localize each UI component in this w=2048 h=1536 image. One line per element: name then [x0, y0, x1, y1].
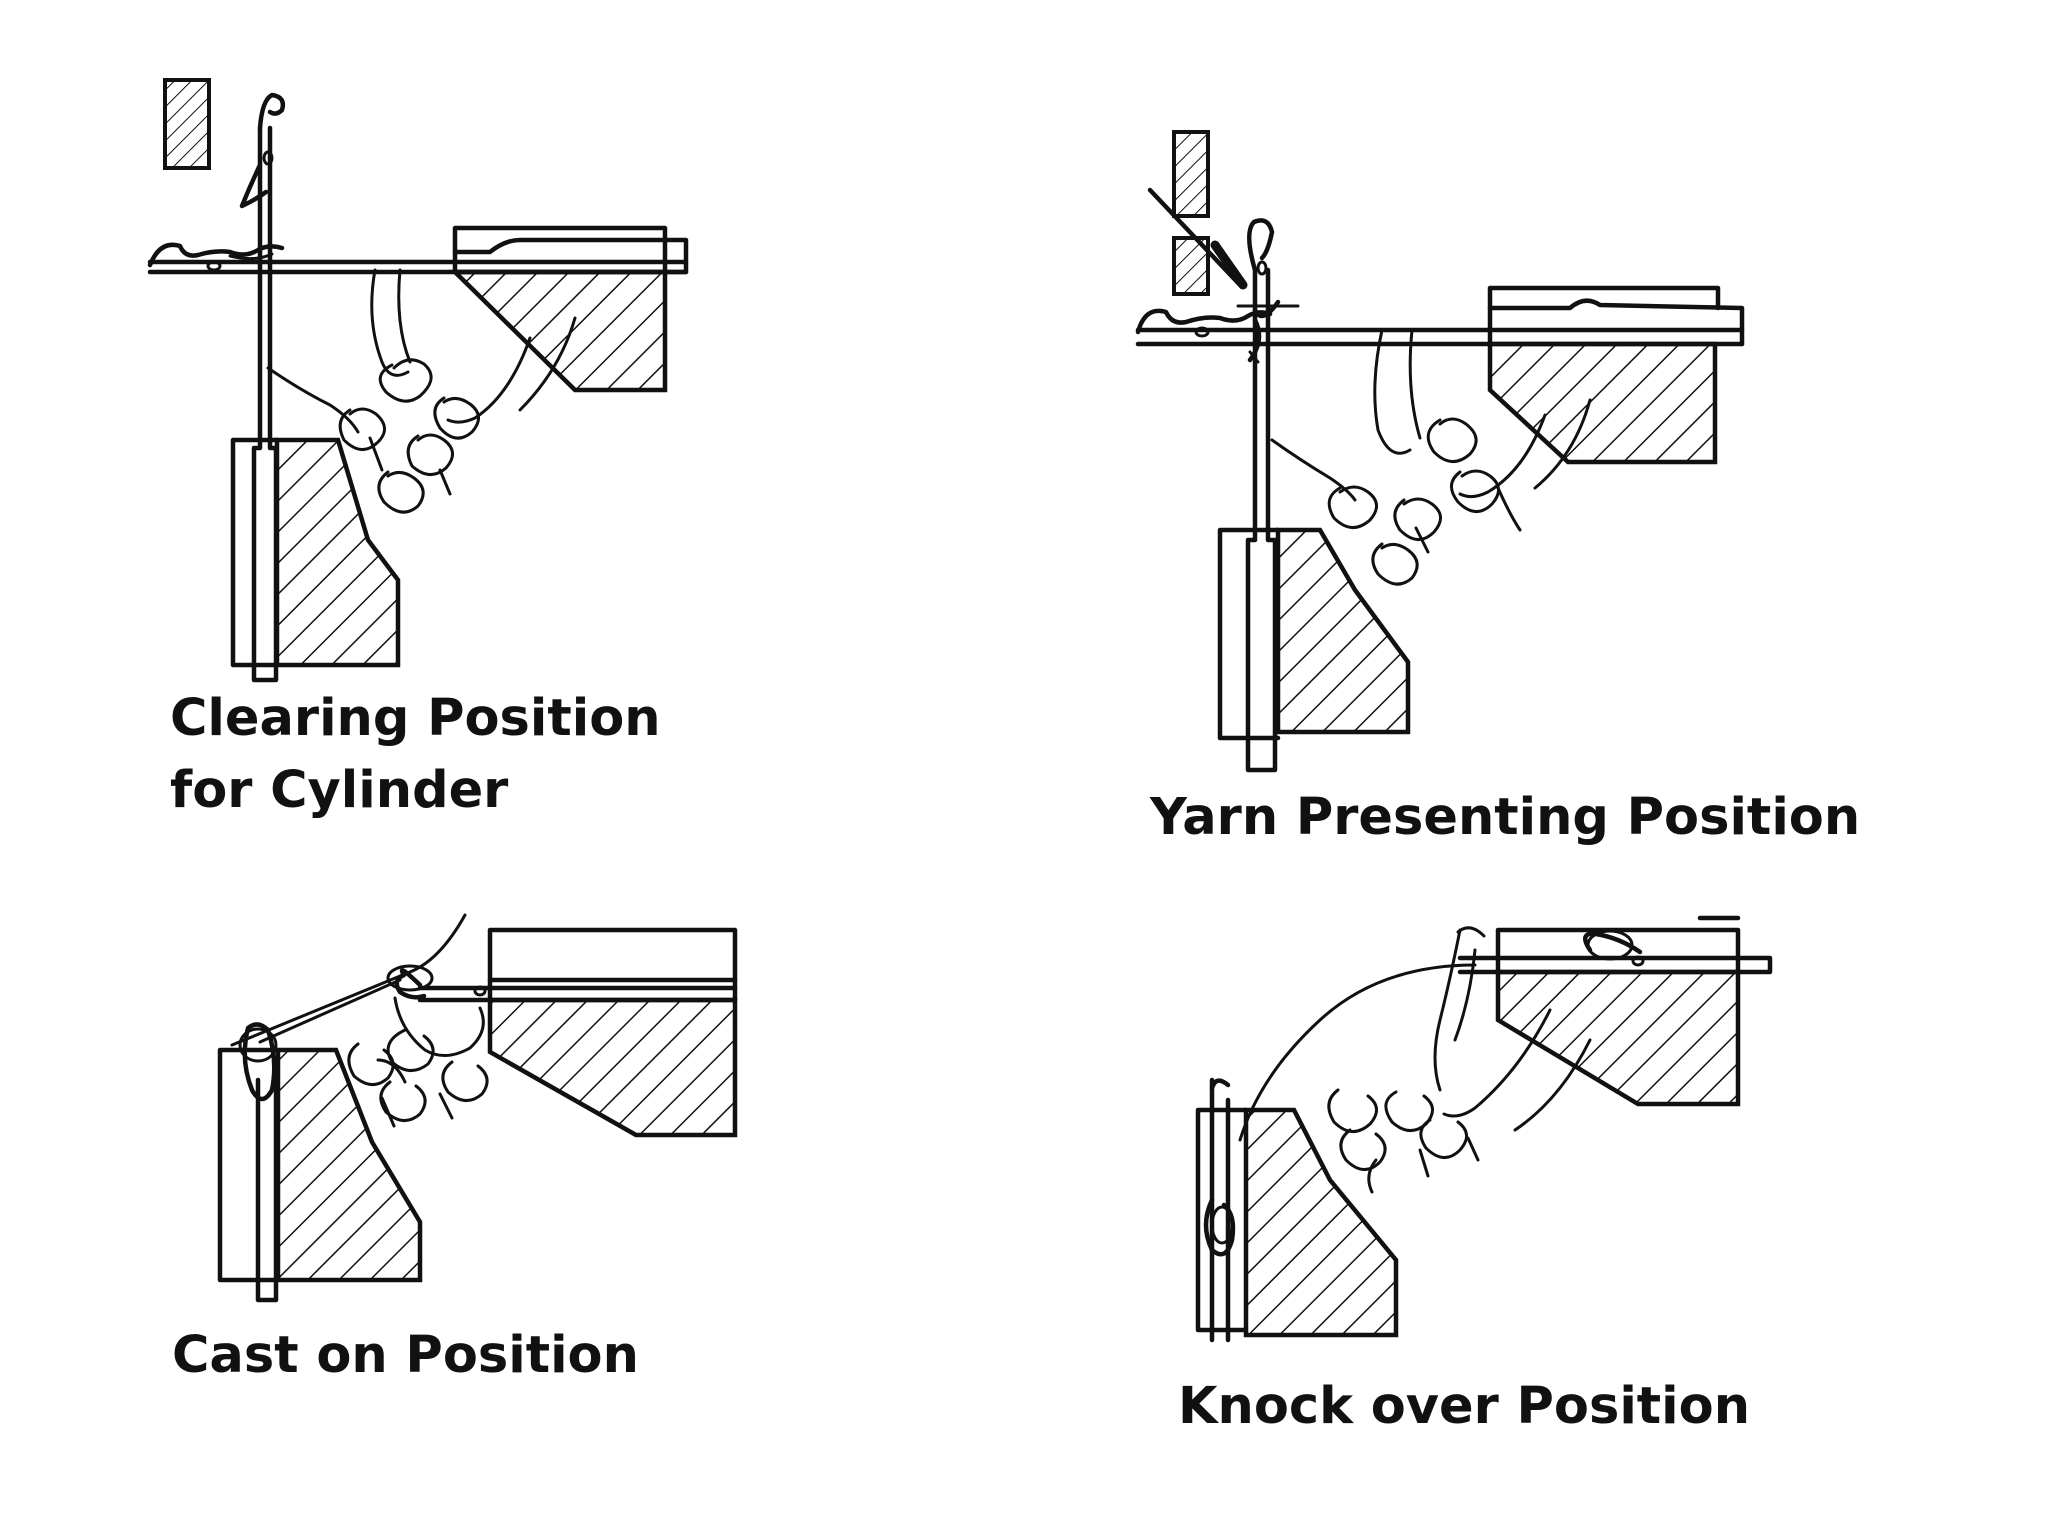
trick-block	[163, 78, 211, 170]
caption-cast-on: Cast on Position	[172, 1326, 639, 1385]
loop-chain	[347, 996, 489, 1128]
caption-knock-over: Knock over Position	[1178, 1377, 1751, 1436]
loop-chain	[1270, 328, 1592, 586]
dial-bed	[1487, 285, 1745, 465]
caption-yarn-presenting: Yarn Presenting Position	[1150, 788, 1861, 847]
yarn-feeder	[1147, 187, 1243, 288]
panel-yarn-presenting	[1135, 130, 1745, 773]
panel-cast-on	[217, 913, 738, 1303]
cylinder-needle	[239, 92, 286, 683]
panel-knock-over	[1195, 915, 1773, 1343]
panel-clearing	[147, 78, 689, 683]
caption-clearing-line1: Clearing Position	[170, 689, 661, 748]
dial-bed	[487, 927, 738, 1138]
cylinder-needle	[1245, 218, 1281, 773]
caption-clearing-line2: for Cylinder	[170, 761, 509, 820]
cylinder-bed	[230, 437, 401, 668]
yarn-feeder	[230, 913, 467, 1047]
dial-needle	[386, 964, 738, 1003]
cylinder-bed	[1195, 1107, 1399, 1338]
dial-bed	[449, 225, 689, 393]
cylinder-needle	[238, 1022, 279, 1303]
trick-block	[1172, 130, 1210, 218]
dial-needle	[1457, 929, 1773, 975]
dial-bed	[1495, 915, 1741, 1107]
yarn-feeder	[1238, 963, 1477, 1142]
dial-needle	[147, 242, 689, 275]
cylinder-needle	[1203, 1077, 1236, 1343]
loop-chain	[266, 268, 577, 514]
loop-chain	[1327, 1008, 1592, 1194]
